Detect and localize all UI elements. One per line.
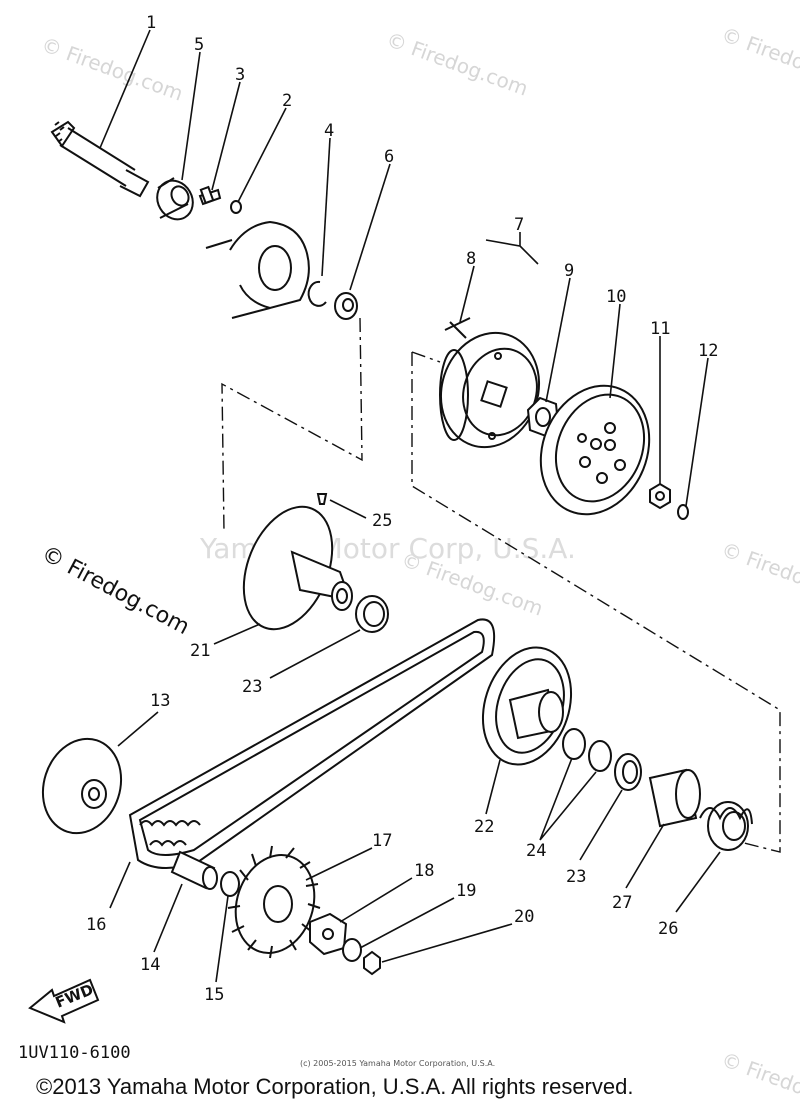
fwd-arrow: FWD bbox=[28, 978, 100, 1024]
callout-8: 8 bbox=[466, 249, 476, 269]
callout-numbers: 1 2 3 4 5 6 7 8 9 10 11 12 13 14 15 16 1… bbox=[86, 13, 718, 1005]
part-23-collar-upper bbox=[355, 595, 389, 633]
callout-21: 21 bbox=[190, 641, 210, 661]
watermark-site: © Firedog.com bbox=[718, 537, 800, 610]
callout-22: 22 bbox=[474, 817, 494, 837]
part-15-washer bbox=[220, 871, 240, 897]
crankcase-fragment bbox=[205, 220, 310, 319]
callout-24: 24 bbox=[526, 841, 546, 861]
callout-25: 25 bbox=[372, 511, 392, 531]
callout-3: 3 bbox=[235, 65, 245, 85]
watermark-layer: © Firedog.com © Firedog.com © Firedog.co… bbox=[37, 22, 800, 1107]
leader-lines bbox=[99, 29, 721, 983]
callout-19: 19 bbox=[456, 881, 476, 901]
part-12-washer bbox=[677, 504, 689, 520]
part-18-cam bbox=[309, 912, 348, 956]
watermark-site: © Firedog.com bbox=[718, 22, 800, 95]
part-23-collar-lower bbox=[614, 753, 642, 791]
callout-7: 7 bbox=[514, 215, 524, 235]
part-10-clutch-housing bbox=[539, 384, 651, 516]
part-19-washer bbox=[342, 938, 362, 962]
callout-12: 12 bbox=[698, 341, 718, 361]
watermark-site: © Firedog.com bbox=[718, 1047, 800, 1107]
part-21-secondary-sheave bbox=[242, 505, 353, 631]
callout-15: 15 bbox=[204, 985, 224, 1005]
callout-23-lower: 23 bbox=[566, 867, 586, 887]
small-credit: (c) 2005-2015 Yamaha Motor Corporation, … bbox=[300, 1059, 495, 1068]
callout-17: 17 bbox=[372, 831, 392, 851]
part-13-primary-sheave bbox=[41, 737, 123, 835]
part-20-nut bbox=[363, 950, 381, 976]
callout-11: 11 bbox=[650, 319, 670, 339]
part-4-circlip bbox=[307, 280, 327, 307]
callout-4: 4 bbox=[324, 121, 334, 141]
callout-10: 10 bbox=[606, 287, 626, 307]
part-26-spring bbox=[699, 801, 753, 851]
part-17-fan bbox=[227, 845, 321, 959]
part-24-o-rings bbox=[562, 728, 612, 772]
part-27-spring-seat bbox=[648, 768, 701, 828]
part-3-bolt bbox=[198, 185, 222, 206]
part-7-clutch-carrier bbox=[439, 331, 541, 449]
part-2-washer bbox=[230, 200, 242, 214]
callout-9: 9 bbox=[564, 261, 574, 281]
part-14-collar bbox=[170, 850, 218, 890]
assembly-lines bbox=[221, 317, 781, 853]
part-11-nut bbox=[649, 482, 671, 510]
callout-18: 18 bbox=[414, 861, 434, 881]
watermark-site: © Firedog.com bbox=[383, 27, 531, 100]
part-22-fixed-sheave bbox=[481, 646, 573, 766]
callout-13: 13 bbox=[150, 691, 170, 711]
part-25-nipple bbox=[316, 493, 328, 505]
part-1-primary-shaft bbox=[50, 120, 150, 198]
watermark-site-dark: © Firedog.com bbox=[37, 541, 193, 640]
callout-5: 5 bbox=[194, 35, 204, 55]
callout-2: 2 bbox=[282, 91, 292, 111]
callout-14: 14 bbox=[140, 955, 160, 975]
callout-26: 26 bbox=[658, 919, 678, 939]
callout-23-upper: 23 bbox=[242, 677, 262, 697]
diagram-code: 1UV110-6100 bbox=[18, 1043, 131, 1063]
callout-20: 20 bbox=[514, 907, 534, 927]
part-6-collar bbox=[334, 292, 358, 320]
callout-16: 16 bbox=[86, 915, 106, 935]
callout-6: 6 bbox=[384, 147, 394, 167]
part-5-bearing bbox=[156, 177, 194, 221]
callout-1: 1 bbox=[146, 13, 156, 33]
watermark-site: © Firedog.com bbox=[38, 32, 186, 105]
callout-27: 27 bbox=[612, 893, 632, 913]
copyright-notice: ©2013 Yamaha Motor Corporation, U.S.A. A… bbox=[36, 1074, 633, 1099]
part-8-pin bbox=[444, 317, 471, 339]
part-16-v-belt bbox=[128, 618, 496, 870]
